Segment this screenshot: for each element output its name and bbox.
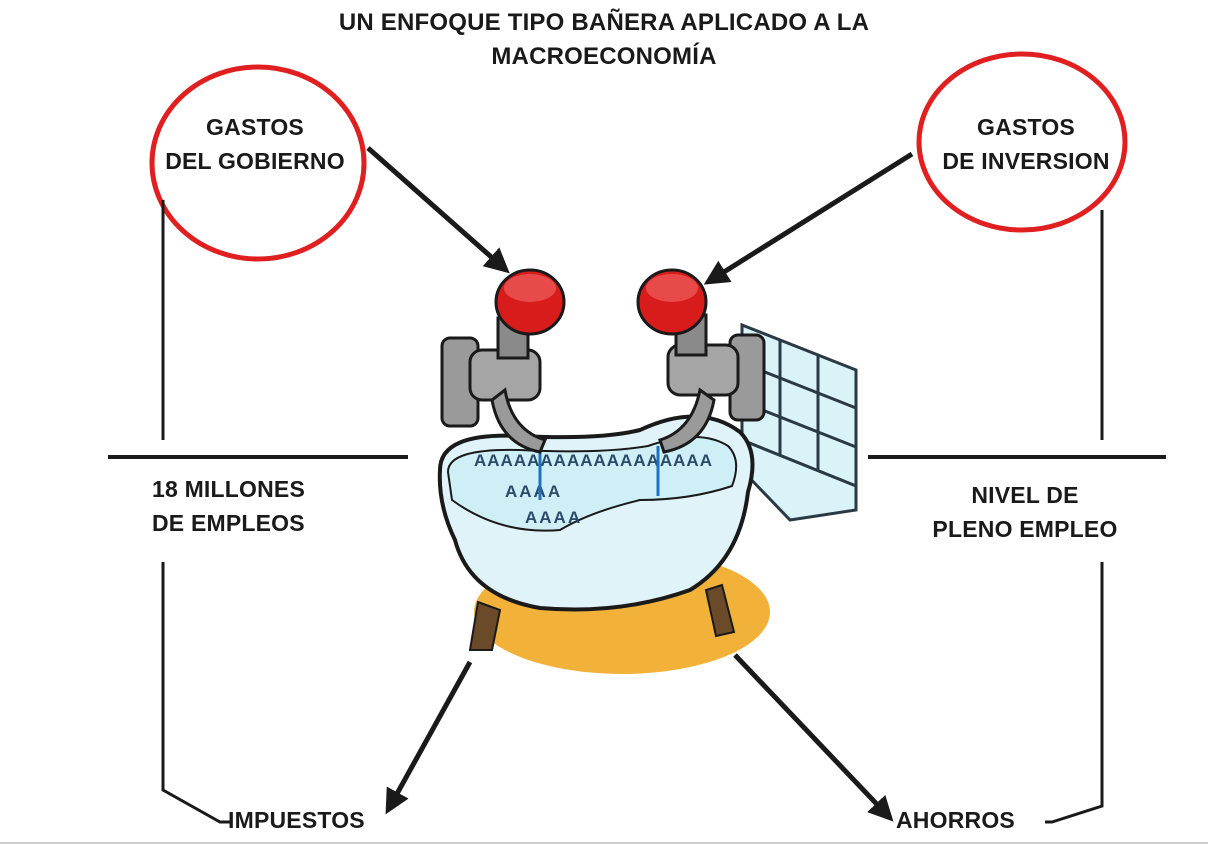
investment-spending-tap bbox=[636, 268, 766, 454]
investment-spending-arrow bbox=[703, 151, 914, 285]
water-marks-row-3: AAAA bbox=[525, 508, 582, 527]
government-spending-arrow bbox=[366, 146, 510, 274]
government-spending-highlight-circle bbox=[149, 64, 367, 262]
government-spending-tap bbox=[440, 268, 566, 454]
diagram-title-line-1: UN ENFOQUE TIPO BAÑERA APLICADO A LA bbox=[338, 9, 870, 36]
taxes-arrow bbox=[385, 660, 473, 815]
government-spending-label-line-2: DEL GOBIERNO bbox=[165, 148, 345, 174]
investment-spending-label-line-2: DE INVERSION bbox=[942, 148, 1110, 174]
full-employment-label-line-2: PLENO EMPLEO bbox=[932, 516, 1118, 542]
water-marks-row-1: AAAAAAAAAAAAAAAAAA bbox=[474, 451, 713, 470]
government-spending-label-line-1: GASTOS bbox=[206, 114, 304, 140]
bathtub-left-leg bbox=[468, 600, 502, 651]
diagram-title-line-2: MACROECONOMÍA bbox=[491, 43, 717, 70]
savings-arrow bbox=[733, 653, 894, 822]
current-jobs-label-line-2: DE EMPLEOS bbox=[152, 510, 305, 536]
right-loop-bracket bbox=[1045, 210, 1104, 824]
diagram-title: UN ENFOQUE TIPO BAÑERA APLICADO A LA MAC… bbox=[0, 6, 1208, 74]
bathtub-right-leg bbox=[704, 583, 736, 638]
government-spending-label: GASTOS DEL GOBIERNO bbox=[150, 110, 360, 178]
bottom-rule bbox=[0, 842, 1208, 844]
investment-spending-highlight-circle bbox=[916, 51, 1128, 233]
taxes-label: IMPUESTOS bbox=[228, 807, 365, 833]
full-employment-label-line-1: NIVEL DE bbox=[971, 482, 1079, 508]
savings-label: AHORROS bbox=[896, 807, 1015, 833]
water-marks-row-2: AAAA bbox=[505, 482, 562, 501]
left-loop-bracket bbox=[161, 200, 230, 824]
current-jobs-label: 18 MILLONES DE EMPLEOS bbox=[152, 472, 305, 540]
current-jobs-label-line-1: 18 MILLONES bbox=[152, 476, 306, 502]
investment-spending-label: GASTOS DE INVERSION bbox=[936, 110, 1116, 178]
full-employment-label: NIVEL DE PLENO EMPLEO bbox=[905, 478, 1145, 546]
bathtub: AAAAAAAAAAAAAAAAAA AAAA AAAA bbox=[437, 414, 755, 651]
investment-spending-label-line-1: GASTOS bbox=[977, 114, 1075, 140]
